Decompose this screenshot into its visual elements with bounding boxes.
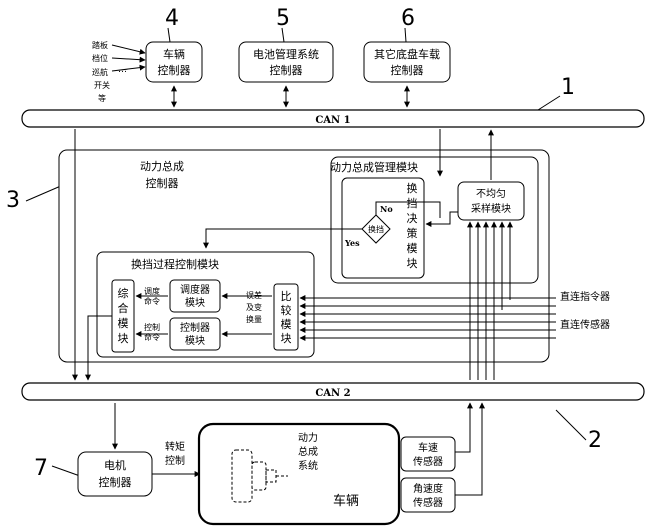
torque-line1: 转矩 — [165, 440, 185, 453]
shift-diamond — [361, 214, 391, 244]
vehicle-controller-box: 车辆 控制器 — [145, 41, 203, 83]
cmp-c3: 模 — [281, 318, 292, 331]
callout-2: 2 — [588, 428, 602, 453]
sd-c2: 挡 — [407, 196, 418, 210]
callout-labels: 4 5 6 1 3 2 7 — [6, 6, 602, 481]
can1-bus — [21, 109, 645, 128]
sd-c5: 模 — [407, 242, 418, 255]
ptsys-line2: 总成 — [298, 445, 318, 458]
angular-speed-sensor-box: 角速度 传感器 — [400, 477, 456, 513]
synth-c4: 块 — [118, 332, 129, 345]
err-2: 及变 — [246, 302, 262, 312]
compare-label: 比 较 模 块 — [281, 290, 292, 345]
bms-line1: 电池管理系统 — [253, 47, 319, 61]
can2-bus — [21, 382, 645, 401]
callout-3: 3 — [6, 188, 20, 213]
shift-diamond-label: 换挡 — [368, 224, 384, 234]
synth-c1: 综 — [118, 286, 129, 300]
process-title: 换挡过程控制模块 — [131, 257, 219, 271]
synth-label: 综 合 模 块 — [118, 286, 129, 345]
motor-line2: 控制器 — [99, 475, 132, 489]
compare-module — [273, 283, 299, 351]
other-line1: 其它底盘车载 — [374, 47, 440, 61]
powertrain-shape — [231, 449, 288, 503]
callout-1: 1 — [561, 75, 575, 100]
other-line2: 控制器 — [391, 63, 424, 77]
can1-label: CAN 1 — [315, 115, 350, 126]
input-cruise: 巡航 — [92, 67, 108, 77]
yes-label: Yes — [344, 238, 360, 248]
bms-controller-box: 电池管理系统 控制器 — [238, 41, 334, 83]
vehicle-label: 车辆 — [333, 493, 359, 509]
process-arrows — [135, 293, 272, 337]
speed-sensor-line2: 传感器 — [413, 455, 443, 468]
mgmt-arrows — [203, 129, 494, 249]
sampling-line2: 采样模块 — [471, 202, 511, 215]
scheduler-module — [169, 279, 221, 313]
callout-4: 4 — [165, 6, 179, 31]
sampling-line1: 不均匀 — [476, 188, 506, 200]
sched-cmd-1: 调度 — [144, 286, 160, 296]
synth-c2: 合 — [118, 301, 129, 315]
speed-sensor-box: 车速 传感器 — [400, 436, 456, 472]
ctrl-cmd-2: 命令 — [144, 332, 160, 342]
vehicle-inputs: 踏板 档位 巡航 开关 等 … — [92, 40, 127, 103]
callout-6: 6 — [401, 6, 415, 31]
process-annotations: 调度 命令 控制 命令 误差 及变 换量 — [144, 286, 262, 342]
sd-c3: 决 — [407, 212, 418, 225]
mgmt-title: 动力总成管理模块 — [330, 160, 418, 174]
cmp-c2: 较 — [281, 303, 292, 317]
vehicle-box — [197, 422, 401, 526]
left-links — [72, 129, 112, 381]
input-switch: 开关 — [94, 80, 110, 90]
input-etc: 等 — [98, 93, 106, 103]
sampling-module — [457, 181, 525, 221]
motor-controller-box: 电机 控制器 — [77, 451, 153, 497]
sd-c4: 策 — [407, 226, 418, 240]
ang-sensor-line1: 角速度 — [413, 482, 443, 495]
controller-module — [169, 317, 221, 351]
sd-c1: 换 — [407, 181, 418, 195]
motor-line1: 电机 — [104, 458, 126, 472]
shift-decision-label: 换 挡 决 策 模 块 — [407, 181, 418, 270]
top-bus-links — [171, 85, 410, 108]
controller-line2: 模块 — [185, 335, 205, 347]
other-chassis-controller-box: 其它底盘车载 控制器 — [363, 41, 451, 83]
sensor-links — [455, 402, 485, 496]
scheduler-line1: 调度器 — [180, 283, 210, 296]
ptsys-line1: 动力 — [298, 431, 318, 444]
input-arrows — [111, 44, 146, 72]
speed-sensor-line1: 车速 — [418, 441, 438, 454]
no-label: No — [380, 204, 393, 214]
scheduler-line2: 模块 — [185, 297, 205, 309]
cmp-c4: 块 — [281, 332, 292, 345]
synth-c3: 模 — [118, 317, 129, 330]
torque-line2: 控制 — [165, 454, 185, 467]
sampling-inputs — [467, 221, 513, 380]
input-gear: 档位 — [92, 53, 108, 63]
cmp-c1: 比 — [281, 290, 292, 303]
controller-line1: 控制器 — [180, 321, 210, 334]
bms-line2: 控制器 — [270, 63, 303, 77]
callout-5: 5 — [276, 6, 290, 31]
vehicle-ctrl-line2: 控制器 — [158, 63, 191, 77]
ang-sensor-line2: 传感器 — [413, 496, 443, 509]
input-pedal: 踏板 — [92, 40, 108, 50]
callout-7: 7 — [34, 456, 48, 481]
direct-command-label: 直连指令器 — [560, 290, 610, 303]
sched-cmd-2: 命令 — [144, 296, 160, 306]
powertrain-title-1: 动力总成 — [140, 159, 184, 173]
compare-inputs — [299, 295, 556, 341]
err-3: 换量 — [246, 314, 262, 324]
err-1: 误差 — [246, 290, 262, 300]
direct-sensor-label: 直连传感器 — [560, 318, 610, 331]
can2-label: CAN 2 — [315, 388, 350, 399]
powertrain-title-2: 控制器 — [146, 176, 179, 190]
sd-c6: 块 — [407, 257, 418, 270]
vehicle-ctrl-line1: 车辆 — [163, 47, 185, 61]
ptsys-line3: 系统 — [298, 459, 318, 472]
ctrl-cmd-1: 控制 — [144, 322, 160, 332]
